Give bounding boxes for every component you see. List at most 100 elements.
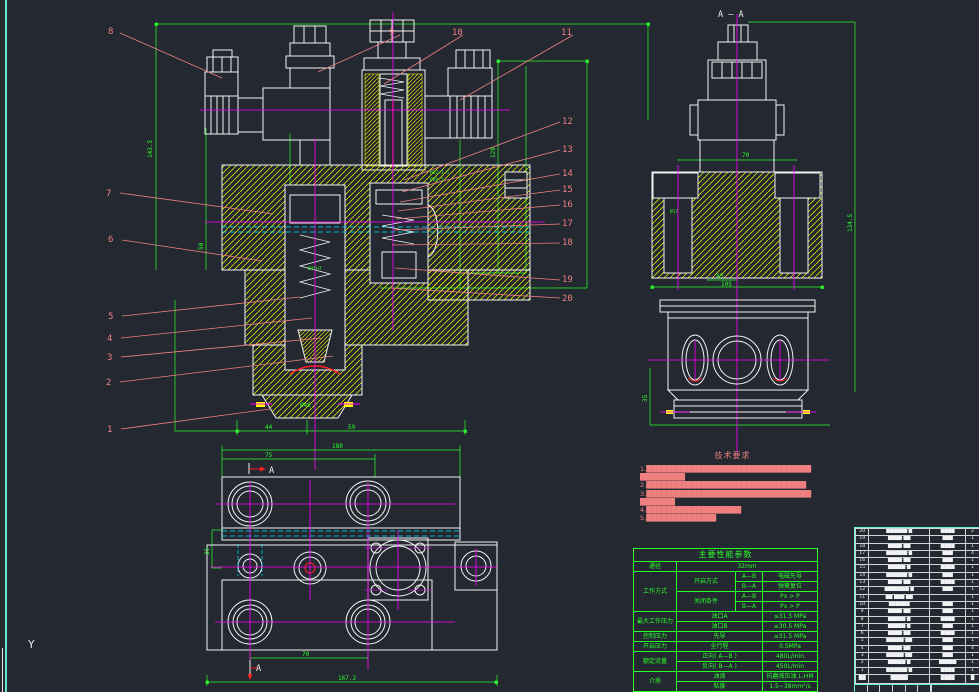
bom-cell-code: █████-█ [868, 622, 931, 632]
bom-cell-no: 2 [854, 659, 870, 668]
dim-43: 43 [716, 273, 724, 280]
bom-row: 18████-██████145 [854, 542, 979, 551]
bom-cell-code: █████-██ [868, 637, 931, 646]
sheet-frame-left [5, 0, 7, 692]
bom-cell-name: ████ [929, 666, 967, 675]
dim-dia45: Ø45 [300, 402, 311, 409]
title-block: ███ ████████ ███████ █ ██ ██ █████ — ███… [855, 683, 979, 692]
bom-cell-no: 10 [854, 600, 870, 610]
bom-cell-no: 11 [854, 593, 870, 602]
bom-cell-qty: 1 [965, 600, 979, 610]
callout-19: 19 [562, 275, 573, 285]
param-label: 全行程 [676, 641, 763, 652]
bom-cell-no: 7 [854, 622, 870, 632]
bom-cell-name: ███ [929, 608, 967, 617]
technical-requirement-line: █████████ [640, 473, 685, 482]
param-value: 抗磨液压油 L-HM [762, 671, 818, 682]
bom-row: 16████-█████11Cr18 [854, 557, 979, 566]
sheet-frame-left-inner [2, 648, 3, 692]
callout-9: 9 [389, 28, 394, 38]
bom-cell-name: ███ [929, 557, 967, 566]
manifold-dimensions [205, 445, 498, 686]
dim-50: 50 [198, 242, 205, 250]
param-value: 0.5MPa [762, 641, 818, 652]
bom-cell-name: ███ [929, 535, 967, 544]
left-pilot-valve [204, 49, 264, 135]
bom-row: 14██████-████1PTFE [854, 571, 979, 581]
bom-cell-no: 18 [854, 542, 870, 551]
param-value: 1.5~38mm²/s [762, 681, 818, 692]
callout-2: 2 [106, 378, 111, 388]
bom-cell-name: ███ [929, 622, 967, 632]
bom-cell-name: █████ [929, 659, 967, 668]
callout-5: 5 [108, 312, 113, 322]
param-value: ≤30.5 MPa [762, 621, 818, 632]
bom-cell-no: 12 [854, 586, 870, 595]
section-marker-top [248, 463, 266, 474]
manifold-views [205, 445, 498, 686]
bom-cell-name: ████ [929, 615, 967, 624]
bom-cell-code: ██████-█ [868, 666, 931, 675]
callout-1: 1 [107, 425, 112, 435]
callout-17: 17 [562, 219, 573, 229]
technical-requirements: 技术要求 1.█████████████████████████████████… [640, 450, 825, 522]
bom-row: 6████-██████1Q235 [854, 630, 979, 639]
bom-cell-code: ████-██ [868, 557, 931, 566]
callout-16: 16 [562, 200, 573, 210]
bom-row: 4████-█████470NBR [854, 644, 979, 654]
bom-cell-name: ████ [929, 579, 967, 588]
bom-cell-no: 3 [854, 652, 870, 661]
bom-cell-qty: 1 [965, 666, 979, 675]
technical-requirement-line: 4.███████████████████ [640, 506, 742, 515]
param-label: 先导 [676, 631, 763, 642]
param-value: 450L/min [762, 661, 818, 672]
param-label: A—B [735, 571, 763, 582]
bom-header-cell: █████ [868, 673, 931, 684]
bom-cell-qty: 1 [965, 593, 979, 602]
dim-dia28: Ø28.5 [430, 176, 444, 183]
technical-requirement-line: 5.██████████████ [640, 514, 717, 523]
bom-cell-code: ████-██ [868, 542, 931, 551]
callout-4: 4 [107, 334, 112, 344]
bom-header-cell: ██ [854, 673, 870, 684]
bom-row: 15█████-█████165Mn [854, 564, 979, 573]
param-label: 工作方式 [633, 571, 677, 612]
bom-header-cell: ████ [929, 673, 967, 684]
section-marker-a-top-label: A [269, 466, 274, 476]
bom-cell-qty: 1 [965, 608, 979, 617]
technical-requirements-title: 技术要求 [714, 451, 751, 460]
bom-cell-qty: 1 [965, 535, 979, 544]
section-aa-view [649, 14, 856, 452]
dim-105: 105 [721, 281, 732, 288]
technical-requirement-line: ███████ [640, 497, 675, 506]
param-label: 油液 [676, 671, 763, 682]
dim-dia45h7: Ø45H7 [308, 265, 322, 272]
callout-12: 12 [562, 117, 573, 127]
bom-cell-qty: 1 [965, 652, 979, 661]
bom-row: 17██████-████4PTFE [854, 549, 979, 559]
bom-cell-qty: 1 [965, 586, 979, 595]
bom-cell-qty: 1 [965, 542, 979, 551]
param-label: 反向( B—A ) [676, 661, 763, 672]
bom-cell-qty: 1 [965, 557, 979, 566]
bom-cell-no: 15 [854, 564, 870, 573]
dim-70-bottomview: 70 [302, 651, 310, 658]
bom-cell-no: 9 [854, 608, 870, 617]
param-value: Px > P [762, 601, 818, 612]
param-value: ≤31.5 MPa [762, 611, 818, 622]
param-label: 开启压力 [633, 641, 677, 652]
bom-cell-qty: 1 [965, 564, 979, 573]
param-value: 电磁先导 [762, 571, 818, 582]
param-table-title: 主要性能参数 [633, 548, 818, 562]
bom-cell-code: █████-█ [868, 615, 931, 624]
manifold-body-section [221, 164, 531, 419]
adjuster-unit [262, 25, 335, 166]
bom-cell-no: 17 [854, 549, 870, 559]
param-value: 480L/min [762, 651, 818, 662]
main-centerlines [200, 12, 545, 470]
param-label: 粘度 [676, 681, 763, 692]
dim-167-2: 167.2 [338, 675, 356, 682]
bom-cell-code: ████-██ [868, 630, 931, 639]
ucs-icon: Y [28, 638, 35, 651]
